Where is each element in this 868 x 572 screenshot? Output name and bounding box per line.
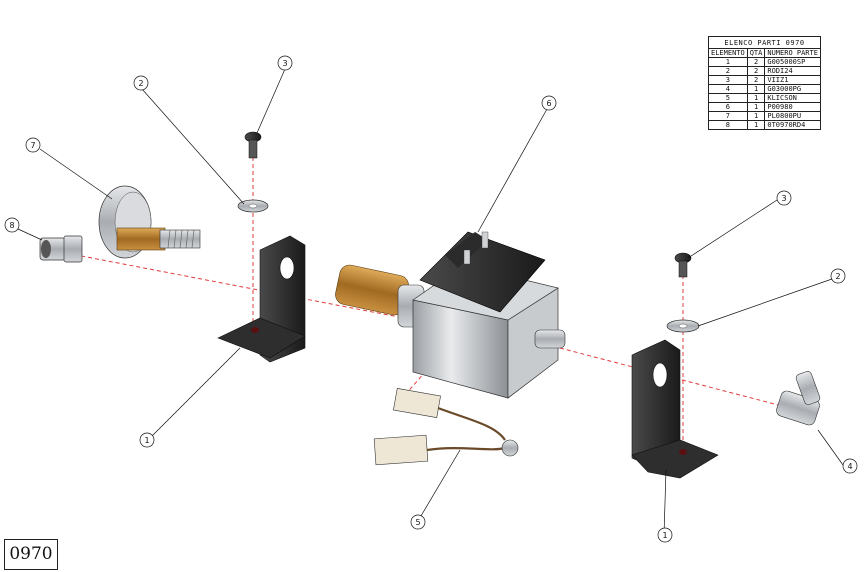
svg-text:5: 5	[415, 518, 420, 527]
callout-1-left: 1	[139, 432, 155, 448]
svg-text:1: 1	[144, 436, 149, 445]
part-4-elbow-fitting	[776, 371, 821, 426]
callout-2-top: 2	[133, 75, 149, 91]
svg-text:1: 1	[662, 531, 667, 540]
part-1-bracket-left	[217, 235, 306, 363]
callout-5: 5	[410, 514, 426, 530]
svg-text:4: 4	[847, 462, 852, 471]
col-header-part-number: NUMERO PARTE	[764, 48, 821, 58]
part-6-solenoid-pump	[335, 231, 566, 399]
svg-text:6: 6	[546, 99, 551, 108]
svg-text:2: 2	[835, 272, 840, 281]
callout-6: 6	[541, 95, 557, 111]
callout-3-top: 3	[277, 55, 293, 71]
svg-text:3: 3	[282, 59, 287, 68]
callout-2-right: 2	[830, 268, 846, 284]
parts-list-table: ELENCO PARTI 0970 ELEMENTO QTÀ NUMERO PA…	[708, 36, 821, 130]
part-2-washer-top	[237, 199, 269, 213]
part-2-washer-right	[666, 319, 700, 333]
part-3-screw-right	[674, 252, 692, 278]
part-7-knob-fitting	[98, 185, 201, 259]
drawing-code-box: 0970	[4, 539, 58, 570]
svg-text:3: 3	[781, 194, 786, 203]
part-5-wire-harness	[373, 387, 519, 466]
parts-list-title: ELENCO PARTI 0970	[708, 36, 821, 49]
svg-text:8: 8	[9, 221, 14, 230]
callouts	[17, 68, 844, 536]
callout-3-right: 3	[776, 190, 792, 206]
callout-8: 8	[4, 217, 20, 233]
col-header-item: ELEMENTO	[708, 48, 748, 58]
part-1-bracket-right	[631, 339, 719, 479]
svg-text:7: 7	[30, 141, 35, 150]
svg-text:2: 2	[138, 79, 143, 88]
callout-1-right: 1	[657, 527, 673, 543]
callout-7: 7	[25, 137, 41, 153]
part-3-screw-top	[244, 131, 262, 159]
callout-4: 4	[842, 458, 858, 474]
part-8-fitting	[39, 235, 83, 263]
col-header-qty: QTÀ	[746, 48, 766, 58]
